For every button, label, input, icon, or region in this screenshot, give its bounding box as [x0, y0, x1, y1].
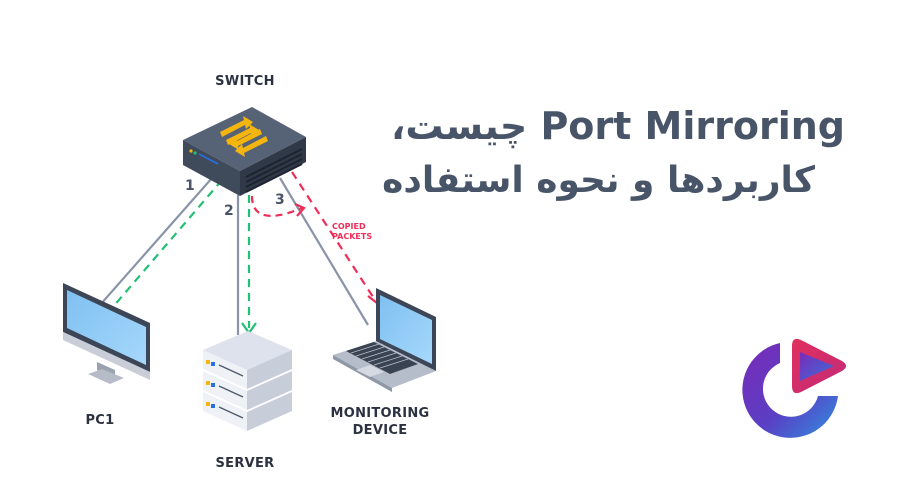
copied-packets-line1: COPIED	[332, 222, 366, 231]
monitoring-device-label-line2: DEVICE	[352, 423, 408, 438]
link-3-cable	[279, 177, 369, 326]
switch-label: SWITCH	[215, 74, 275, 89]
brand-logo	[742, 338, 846, 438]
page-title-line2: کاربردها و نحوه استفاده	[382, 160, 815, 201]
link-1-number: 1	[185, 178, 195, 194]
link-3-number: 3	[275, 192, 285, 208]
pc-monitor-icon	[63, 283, 150, 384]
mirror-flow-curve-arrowhead	[294, 202, 306, 217]
page-title-line1: Port Mirroring چیست،	[390, 104, 845, 148]
monitoring-device-label-line1: MONITORING	[330, 406, 430, 421]
switch-icon	[183, 107, 306, 196]
server-label: SERVER	[215, 456, 275, 471]
link-2-number: 2	[224, 203, 234, 219]
normal-flow-pc-segment	[111, 179, 223, 309]
copied-packets-label: COPIED PACKETS	[332, 222, 372, 242]
server-icon	[203, 331, 292, 431]
link-1-cable	[99, 177, 213, 306]
laptop-icon	[333, 288, 436, 392]
monitoring-device-label: MONITORING DEVICE	[325, 405, 435, 439]
pc-label: PC1	[85, 413, 115, 428]
mirror-flow-line	[291, 171, 376, 301]
mirror-flow-curve	[250, 195, 303, 217]
copied-packets-line2: PACKETS	[332, 232, 373, 241]
